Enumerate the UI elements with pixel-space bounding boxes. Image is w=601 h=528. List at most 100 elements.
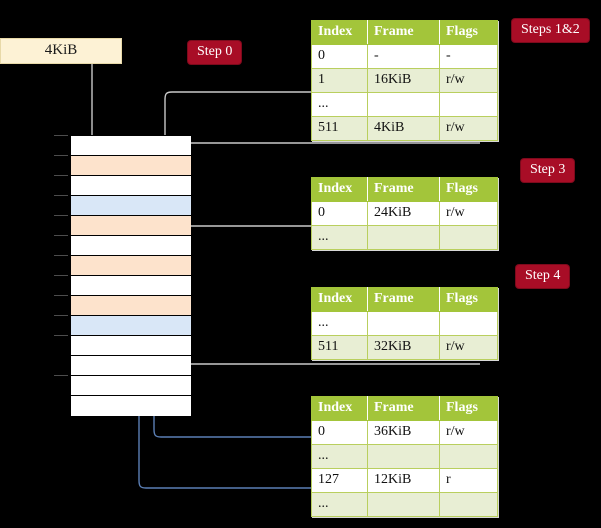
memory-frame-row[interactable] — [71, 376, 191, 396]
table-cell-index: ... — [311, 444, 368, 469]
table-cell-index: ... — [311, 225, 368, 250]
table-cell-index: 511 — [311, 116, 368, 141]
memory-frame-row[interactable] — [71, 196, 191, 216]
table-cell-frame — [367, 311, 440, 336]
table-cell-index: 0 — [311, 44, 368, 69]
memory-frame-tick — [54, 295, 68, 296]
table-cell-flags — [439, 492, 498, 517]
column-header-frame: Frame — [367, 20, 440, 45]
memory-frame-row[interactable] — [71, 336, 191, 356]
table-cell-index: ... — [311, 311, 368, 336]
table-cell-flags — [439, 311, 498, 336]
column-header-flags: Flags — [439, 396, 498, 421]
table-cell-frame: - — [367, 44, 440, 69]
table-cell-flags: r/w — [439, 335, 498, 360]
table-cell-index: 0 — [311, 201, 368, 226]
table-cell-frame: 24KiB — [367, 201, 440, 226]
table-row[interactable]: ... — [311, 225, 498, 250]
table-cell-index: 1 — [311, 68, 368, 93]
column-header-frame: Frame — [367, 396, 440, 421]
column-header-index: Index — [311, 396, 368, 421]
table-cell-flags: r/w — [439, 68, 498, 93]
memory-frame-row[interactable] — [71, 276, 191, 296]
memory-frame-tick — [54, 335, 68, 336]
memory-frame-tick — [54, 135, 68, 136]
table-row[interactable]: ... — [311, 492, 498, 517]
memory-frame-tick — [54, 315, 68, 316]
table-cell-frame — [367, 225, 440, 250]
table-cell-index: 511 — [311, 335, 368, 360]
memory-frame-tick — [54, 155, 68, 156]
table-cell-flags: - — [439, 44, 498, 69]
table-cell-frame: 32KiB — [367, 335, 440, 360]
table-cell-frame: 12KiB — [367, 468, 440, 493]
label-step-3: Step 3 — [521, 159, 575, 182]
table-cell-frame: 36KiB — [367, 420, 440, 445]
memory-frame-row[interactable] — [71, 356, 191, 376]
memory-frame-row[interactable] — [71, 316, 191, 336]
table-cell-frame: 16KiB — [367, 68, 440, 93]
memory-frame-row[interactable] — [71, 256, 191, 276]
table-row[interactable]: ... — [311, 444, 498, 469]
memory-frame-tick — [54, 215, 68, 216]
memory-frame-row[interactable] — [71, 156, 191, 176]
table-cell-flags: r — [439, 468, 498, 493]
table-cell-frame — [367, 444, 440, 469]
column-header-frame: Frame — [367, 177, 440, 202]
column-header-index: Index — [311, 287, 368, 312]
column-header-flags: Flags — [439, 177, 498, 202]
column-header-frame: Frame — [367, 287, 440, 312]
table-row[interactable]: ... — [311, 311, 498, 336]
table-cell-flags: r/w — [439, 201, 498, 226]
column-header-flags: Flags — [439, 20, 498, 45]
table-row[interactable]: 0-- — [311, 44, 498, 69]
frame-box-4kib: 4KiB — [0, 38, 122, 64]
memory-frame-tick — [54, 175, 68, 176]
table-row[interactable]: ... — [311, 92, 498, 117]
label-steps-1-2: Steps 1&2 — [512, 19, 589, 42]
table-cell-frame — [367, 92, 440, 117]
table-cell-frame — [367, 492, 440, 517]
memory-frame-row[interactable] — [71, 396, 191, 416]
frame-box-label: 4KiB — [44, 42, 78, 58]
table-cell-flags: r/w — [439, 420, 498, 445]
memory-frame-row[interactable] — [71, 136, 191, 156]
table-cell-flags — [439, 444, 498, 469]
memory-frame-tick — [54, 375, 68, 376]
memory-frame-row[interactable] — [71, 296, 191, 316]
label-step-0: Step 0 — [188, 41, 242, 64]
table-cell-flags — [439, 225, 498, 250]
memory-frame-tick — [54, 235, 68, 236]
memory-frame-tick — [54, 195, 68, 196]
memory-frame-row[interactable] — [71, 216, 191, 236]
table-cell-index: 127 — [311, 468, 368, 493]
table-cell-frame: 4KiB — [367, 116, 440, 141]
label-step-4: Step 4 — [516, 265, 570, 288]
memory-frame-row[interactable] — [71, 176, 191, 196]
column-header-flags: Flags — [439, 287, 498, 312]
table-cell-index: 0 — [311, 420, 368, 445]
table-cell-flags — [439, 92, 498, 117]
table-cell-index: ... — [311, 92, 368, 117]
table-cell-flags: r/w — [439, 116, 498, 141]
memory-frame-row[interactable] — [71, 236, 191, 256]
